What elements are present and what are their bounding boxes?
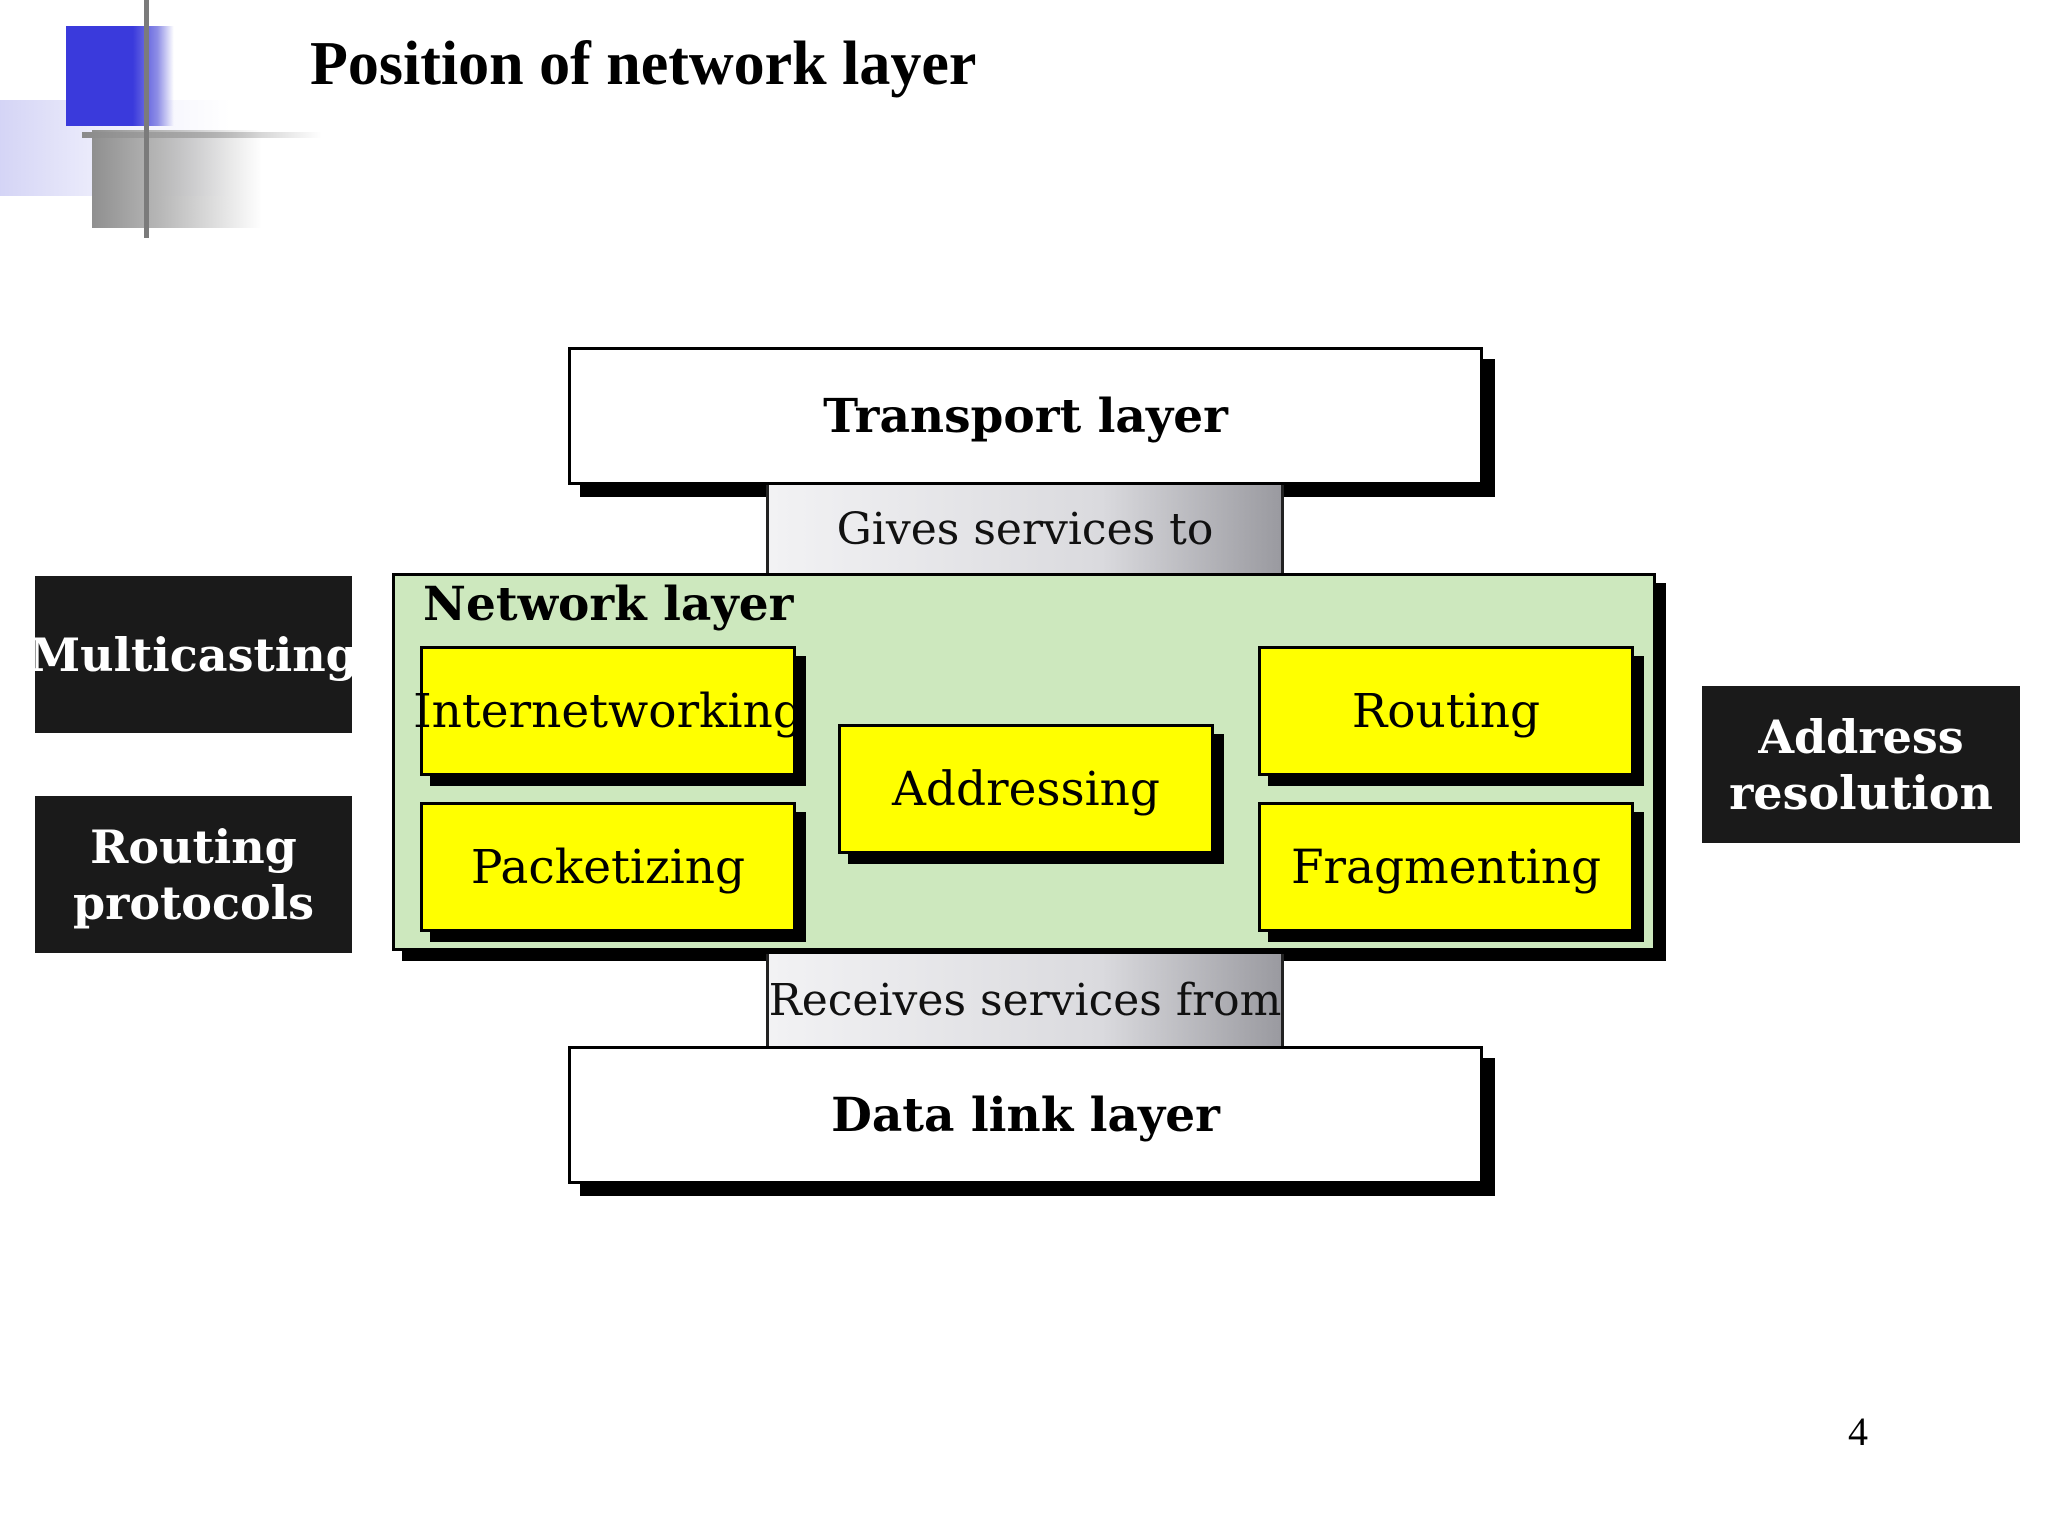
transport-layer-box: Transport layer bbox=[568, 347, 1483, 485]
addressing-box: Addressing bbox=[838, 724, 1214, 854]
address-resolution-label-line2: resolution bbox=[1729, 765, 1993, 820]
routing-protocols-box: Routing protocols bbox=[35, 796, 352, 953]
gives-services-connector: Gives services to bbox=[766, 485, 1284, 573]
data-link-layer-label: Data link layer bbox=[831, 1087, 1220, 1143]
routing-label: Routing bbox=[1351, 683, 1541, 739]
multicasting-box: Multicasting bbox=[29, 576, 358, 733]
fragmenting-box: Fragmenting bbox=[1258, 802, 1634, 932]
packetizing-box: Packetizing bbox=[420, 802, 796, 932]
page-number: 4 bbox=[1848, 1409, 1868, 1454]
logo-grey-block bbox=[92, 130, 262, 228]
data-link-layer-box: Data link layer bbox=[568, 1046, 1483, 1184]
multicasting-label: Multicasting bbox=[29, 627, 358, 682]
packetizing-label: Packetizing bbox=[470, 839, 746, 895]
routing-box: Routing bbox=[1258, 646, 1634, 776]
fragmenting-label: Fragmenting bbox=[1290, 839, 1602, 895]
logo-horizontal-line bbox=[82, 132, 322, 138]
transport-layer-label: Transport layer bbox=[823, 388, 1228, 444]
address-resolution-box: Address resolution bbox=[1702, 686, 2020, 843]
receives-services-connector: Receives services from bbox=[766, 954, 1284, 1046]
slide-title: Position of network layer bbox=[310, 30, 977, 98]
internetworking-label: Internetworking bbox=[413, 683, 803, 739]
network-layer-title: Network layer bbox=[423, 577, 794, 632]
addressing-label: Addressing bbox=[891, 761, 1161, 817]
internetworking-box: Internetworking bbox=[413, 646, 803, 776]
routing-protocols-label-line2: protocols bbox=[72, 875, 315, 930]
logo-blue-square bbox=[66, 26, 174, 126]
receives-services-label: Receives services from bbox=[768, 974, 1282, 1026]
address-resolution-label-line1: Address bbox=[1758, 709, 1964, 764]
logo-vertical-line bbox=[144, 0, 149, 238]
gives-services-label: Gives services to bbox=[836, 503, 1214, 555]
routing-protocols-label-line1: Routing bbox=[90, 819, 297, 874]
